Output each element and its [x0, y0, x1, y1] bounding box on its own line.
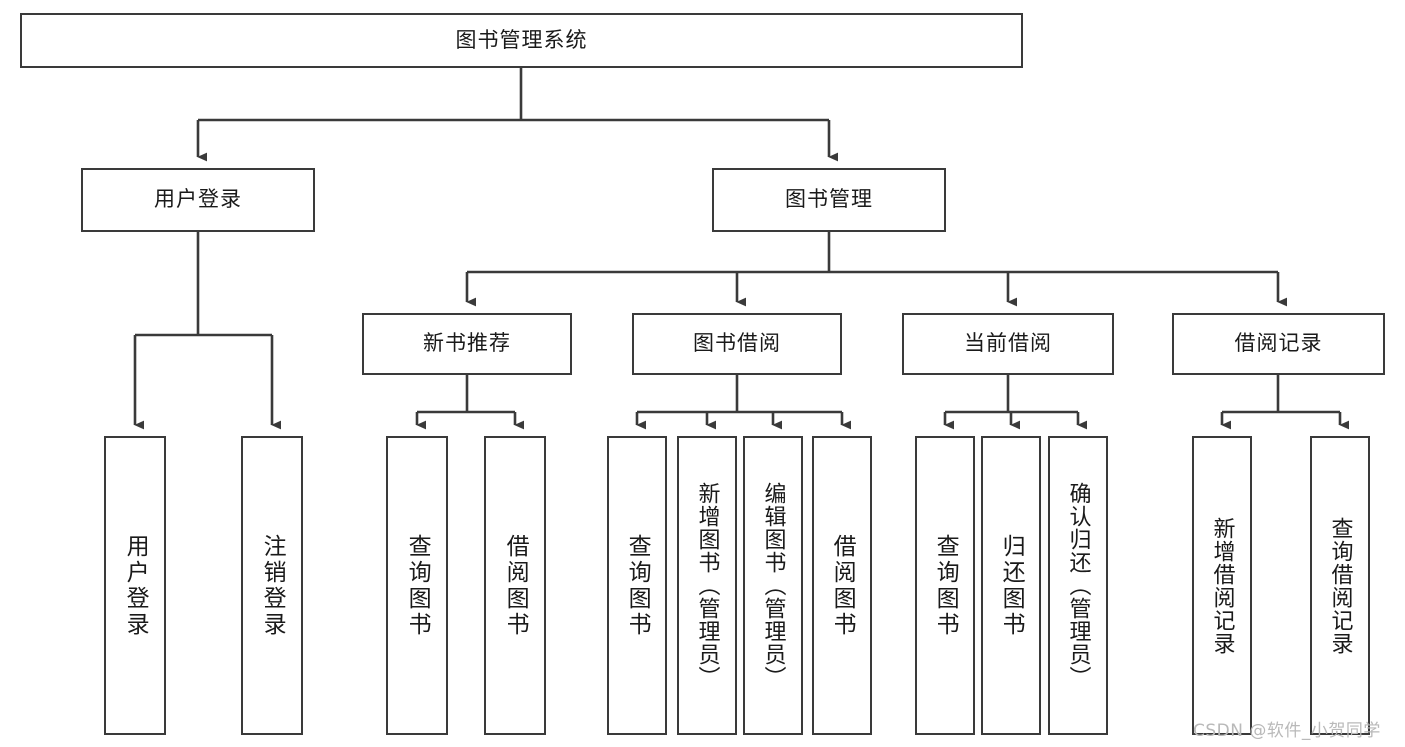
node-root[interactable]: 图书管理系统	[20, 13, 1023, 68]
node-leaf-query-book-1[interactable]: 查询图书	[386, 436, 448, 735]
node-leaf-add-borrow-record[interactable]: 新增借阅记录	[1192, 436, 1252, 735]
node-leaf-query-book-3[interactable]: 查询图书	[915, 436, 975, 735]
node-leaf-query-book-1-label: 查询图书	[404, 533, 431, 638]
node-leaf-query-book-2-label: 查询图书	[624, 533, 651, 638]
node-leaf-borrow-book-2[interactable]: 借阅图书	[812, 436, 872, 735]
node-leaf-add-borrow-record-label: 新增借阅记录	[1209, 516, 1235, 655]
node-leaf-query-book-3-label: 查询图书	[932, 533, 959, 638]
node-leaf-logout-login[interactable]: 注销登录	[241, 436, 303, 735]
node-leaf-confirm-return-admin-label: 确认归还（管理员）	[1065, 482, 1091, 689]
node-leaf-query-book-2[interactable]: 查询图书	[607, 436, 667, 735]
node-book-management-label: 图书管理	[785, 187, 873, 212]
node-leaf-confirm-return-admin[interactable]: 确认归还（管理员）	[1048, 436, 1108, 735]
node-book-borrow[interactable]: 图书借阅	[632, 313, 842, 375]
node-borrow-record[interactable]: 借阅记录	[1172, 313, 1385, 375]
node-book-management[interactable]: 图书管理	[712, 168, 946, 232]
node-leaf-borrow-book-1-label: 借阅图书	[502, 533, 529, 638]
node-leaf-user-login[interactable]: 用户登录	[104, 436, 166, 735]
csdn-watermark: CSDN @软件_小贺同学	[1193, 721, 1381, 741]
node-user-login-label: 用户登录	[154, 187, 242, 212]
node-new-book-recommend[interactable]: 新书推荐	[362, 313, 572, 375]
node-leaf-edit-book-admin-label: 编辑图书（管理员）	[760, 482, 786, 689]
node-leaf-user-login-label: 用户登录	[122, 533, 149, 638]
node-root-label: 图书管理系统	[455, 27, 588, 52]
node-borrow-record-label: 借阅记录	[1234, 331, 1323, 356]
node-leaf-edit-book-admin[interactable]: 编辑图书（管理员）	[743, 436, 803, 735]
node-book-borrow-label: 图书借阅	[693, 331, 781, 356]
node-leaf-query-borrow-record[interactable]: 查询借阅记录	[1310, 436, 1370, 735]
node-new-book-recommend-label: 新书推荐	[423, 331, 511, 356]
node-leaf-return-book-label: 归还图书	[998, 533, 1025, 638]
node-leaf-logout-login-label: 注销登录	[259, 533, 286, 638]
node-current-borrow-label: 当前借阅	[964, 331, 1052, 356]
node-leaf-add-book-admin[interactable]: 新增图书（管理员）	[677, 436, 737, 735]
node-leaf-add-book-admin-label: 新增图书（管理员）	[694, 482, 720, 689]
node-leaf-borrow-book-2-label: 借阅图书	[829, 533, 856, 638]
node-leaf-return-book[interactable]: 归还图书	[981, 436, 1041, 735]
node-leaf-query-borrow-record-label: 查询借阅记录	[1327, 516, 1353, 655]
node-user-login[interactable]: 用户登录	[81, 168, 315, 232]
node-current-borrow[interactable]: 当前借阅	[902, 313, 1114, 375]
node-leaf-borrow-book-1[interactable]: 借阅图书	[484, 436, 546, 735]
